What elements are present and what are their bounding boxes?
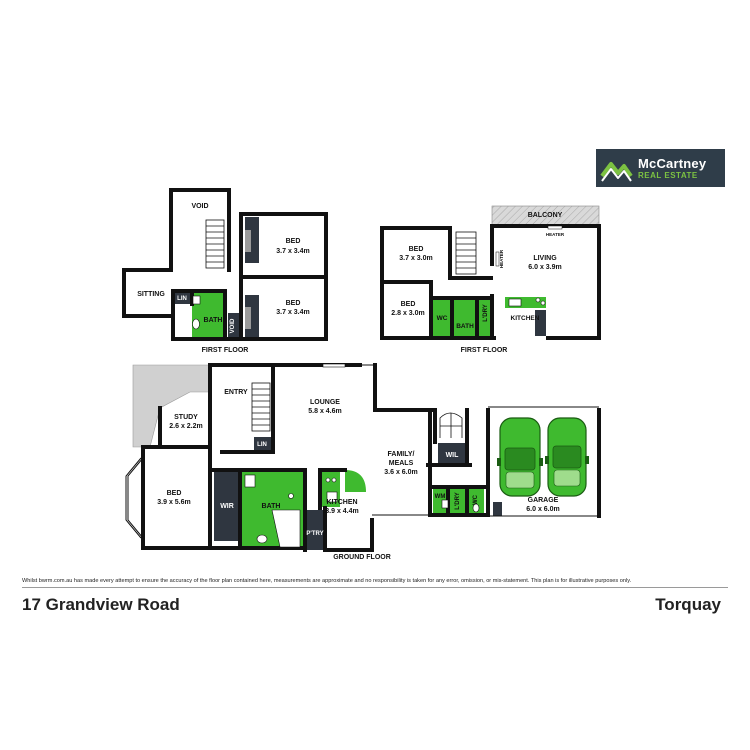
wir-label: WIR	[220, 503, 234, 510]
heater-side-label: HEATER	[499, 249, 504, 268]
bed-ff-2-size: 3.7 x 3.4m	[276, 309, 309, 316]
ldry-r-fill	[478, 300, 493, 336]
study-size: 2.6 x 2.2m	[169, 423, 202, 430]
void-small-fill	[228, 313, 239, 339]
house-logo-icon	[600, 162, 633, 182]
living-label: LIVING	[533, 255, 557, 262]
wir-fill	[214, 471, 239, 541]
family-label-1: FAMILY/	[388, 451, 415, 458]
study-label: STUDY	[174, 414, 198, 421]
bath-r-label: BATH	[456, 323, 474, 330]
deck-hatch	[132, 364, 211, 448]
property-suburb: Torquay	[655, 595, 721, 614]
first-floor-right: BALCONY HEATER HEATER BED 3.7 x 3.0m BED…	[380, 205, 601, 354]
balcony-label: BALCONY	[528, 212, 563, 219]
lin-ff-label: LIN	[177, 296, 187, 302]
garage-label: GARAGE	[528, 497, 559, 504]
wm-label: WM	[435, 494, 446, 500]
wc-r-label: WC	[437, 315, 448, 322]
bath-r-fill	[453, 300, 476, 336]
void-label: VOID	[191, 203, 208, 210]
living-size: 6.0 x 3.9m	[528, 264, 561, 271]
garage-size: 6.0 x 6.0m	[526, 506, 559, 513]
ldry-g-label: L'DRY	[455, 492, 461, 510]
wil-fill	[438, 443, 466, 465]
kitchen-g-label: KITCHEN	[326, 499, 357, 506]
bed-ff-1-size: 3.7 x 3.4m	[276, 248, 309, 255]
brand-name: McCartney	[638, 155, 707, 171]
heater-top-label: HEATER	[546, 232, 565, 237]
kitchen-g-size: 3.9 x 4.4m	[325, 508, 358, 515]
kitchen-r-fill	[505, 297, 546, 308]
wc-g-label: WC	[473, 494, 479, 505]
car-2-icon	[545, 417, 589, 497]
bath-ff-label: BATH	[204, 317, 223, 324]
ldry-r-label: L'DRY	[483, 304, 489, 322]
floor-label-ground: GROUND FLOOR	[333, 554, 391, 561]
lin-ff-fill	[173, 291, 192, 304]
lin-g-label: LIN	[257, 442, 267, 448]
bed-r1-size: 3.7 x 3.0m	[399, 255, 432, 262]
wc-r-fill	[433, 300, 451, 336]
lounge-label: LOUNGE	[310, 399, 340, 406]
bed-ff-2-label: BED	[286, 300, 301, 307]
garage-unit	[493, 502, 502, 516]
ptry-label: P'TRY	[306, 531, 323, 537]
kitchen-r-label: KITCHEN	[511, 315, 540, 322]
bed-g-label: BED	[167, 490, 182, 497]
brand-subtitle: REAL ESTATE	[638, 170, 698, 180]
robe-grey-1	[245, 230, 251, 252]
first-floor-left: VOID BED 3.7 x 3.4m BED 3.7 x 3.4m SITTI…	[122, 188, 328, 354]
floor-label-first-left: FIRST FLOOR	[202, 347, 249, 354]
kitchen-r-unit	[535, 310, 546, 336]
property-address: 17 Grandview Road	[22, 595, 180, 614]
ground-floor: ENTRY LOUNGE 5.8 x 4.6m STUDY 2.6 x 2.2m…	[125, 363, 601, 561]
disclaimer: Whilst bwrm.com.au has made every attemp…	[22, 578, 632, 584]
ldry-g-fill	[449, 489, 466, 513]
divider	[22, 587, 728, 588]
lounge-size: 5.8 x 4.6m	[308, 408, 341, 415]
family-size: 3.6 x 6.0m	[384, 469, 417, 476]
kitchen-curve-fill	[345, 470, 366, 492]
robe-grey-2	[245, 307, 251, 329]
bed-r1-label: BED	[409, 246, 424, 253]
bath-g-label: BATH	[262, 503, 281, 510]
bed-g-size: 3.9 x 5.6m	[157, 499, 190, 506]
wil-label: WIL	[446, 452, 460, 459]
ptry-fill	[305, 510, 325, 550]
bed-ff-1-label: BED	[286, 238, 301, 245]
car-1-icon	[497, 417, 543, 497]
entry-label: ENTRY	[224, 389, 248, 396]
void-small-label: VOID	[230, 318, 236, 333]
floor-label-first-right: FIRST FLOOR	[461, 347, 508, 354]
sitting-label: SITTING	[137, 291, 165, 298]
bed-r2-label: BED	[401, 301, 416, 308]
family-label-2: MEALS	[389, 460, 414, 467]
brand-logo: McCartney REAL ESTATE	[596, 149, 725, 187]
wc-g-fill	[468, 489, 484, 513]
lin-g-fill	[254, 437, 271, 450]
bed-r2-size: 2.8 x 3.0m	[391, 310, 424, 317]
